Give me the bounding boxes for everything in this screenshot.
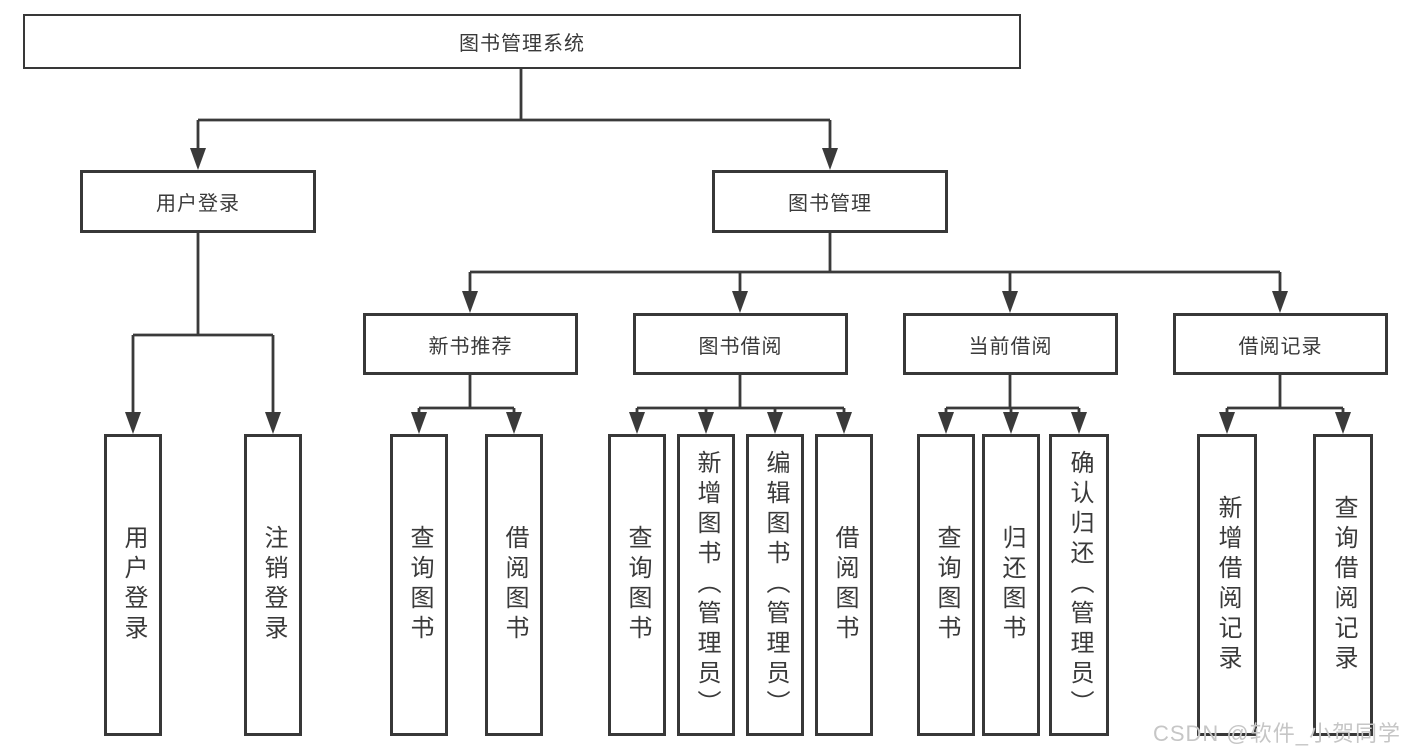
leaf-logout: 注销登录 [244, 434, 302, 736]
leaf-query-borrow-record: 查询借阅记录 [1313, 434, 1373, 736]
leaf-add-books-admin: 新增图书（管理员） [677, 434, 735, 736]
leaf-user-login: 用户登录 [104, 434, 162, 736]
leaf-borrowing-borrow-books: 借阅图书 [815, 434, 873, 736]
node-system-root: 图书管理系统 [23, 14, 1021, 69]
connector-current-to-leaves [938, 375, 1087, 434]
node-user-login: 用户登录 [80, 170, 316, 233]
leaf-recommend-query-books: 查询图书 [390, 434, 448, 736]
leaf-return-books: 归还图书 [982, 434, 1040, 736]
connector-root-to-level2 [190, 68, 838, 170]
node-new-book-recommend: 新书推荐 [363, 313, 578, 375]
leaf-confirm-return-admin: 确认归还（管理员） [1049, 434, 1109, 736]
csdn-watermark: CSDN @软件_小贺同学 [1152, 721, 1401, 746]
leaf-add-borrow-record: 新增借阅记录 [1197, 434, 1257, 736]
connector-recommend-to-leaves [411, 375, 522, 434]
connector-borrowing-to-leaves [629, 375, 852, 434]
leaf-edit-books-admin: 编辑图书（管理员） [746, 434, 804, 736]
node-book-borrowing: 图书借阅 [633, 313, 848, 375]
node-current-borrowing: 当前借阅 [903, 313, 1118, 375]
connector-login-to-leaves [125, 233, 281, 434]
connector-management-to-level3 [462, 233, 1288, 313]
leaf-current-query-books: 查询图书 [917, 434, 975, 736]
node-borrow-records: 借阅记录 [1173, 313, 1388, 375]
leaf-recommend-borrow-books: 借阅图书 [485, 434, 543, 736]
connector-records-to-leaves [1219, 375, 1351, 434]
node-book-management: 图书管理 [712, 170, 948, 233]
leaf-borrowing-query-books: 查询图书 [608, 434, 666, 736]
